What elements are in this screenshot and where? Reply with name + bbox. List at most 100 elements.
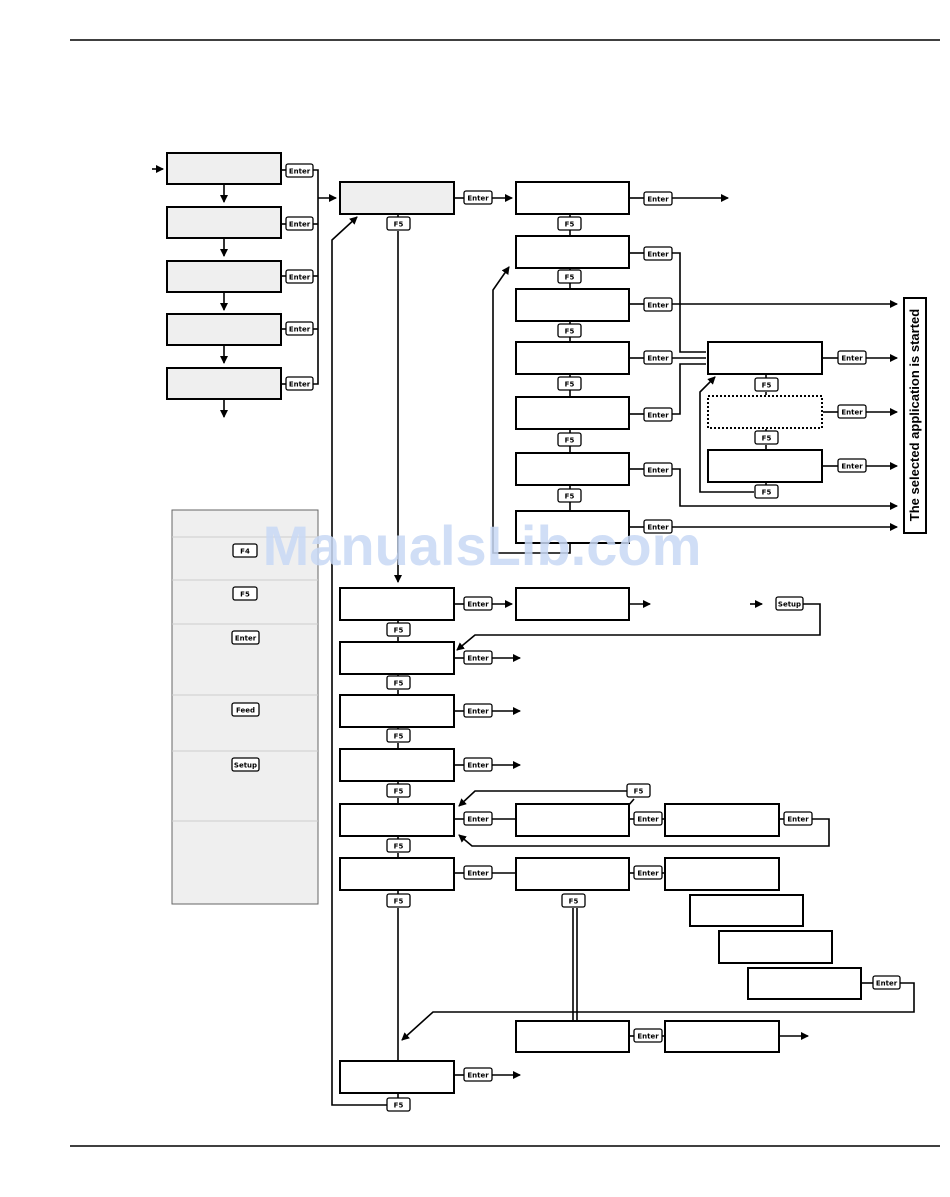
enter-key-left-1: Enter — [285, 163, 314, 178]
f5-key-b-label: F5 — [394, 680, 404, 688]
f5-key-sub-2-label: F5 — [762, 435, 772, 443]
f5-key-e-loop: F5 — [626, 783, 651, 798]
application-started-box — [903, 297, 927, 534]
menu-box-a — [339, 587, 455, 621]
f5-key-e: F5 — [386, 838, 411, 853]
enter-key-legend-label: Enter — [235, 635, 257, 643]
enter-key-app-4-label: Enter — [647, 355, 669, 363]
f4-key-legend: F4 — [232, 543, 258, 558]
menu-box-2 — [166, 206, 282, 239]
enter-key-left-2-label: Enter — [289, 221, 311, 229]
f5-key-c-label: F5 — [394, 733, 404, 741]
enter-key-g1: Enter — [633, 1028, 663, 1043]
f5-key-app-6-label: F5 — [565, 493, 575, 501]
sub-box-g2 — [664, 1020, 780, 1053]
f5-key-app-5-label: F5 — [565, 437, 575, 445]
enter-key-app-3-label: Enter — [647, 302, 669, 310]
setup-key-legend: Setup — [231, 757, 260, 772]
enter-key-app-2-label: Enter — [647, 251, 669, 259]
setup-key-a-label: Setup — [778, 601, 801, 609]
main-menu-box — [339, 181, 455, 215]
application-started-label: The selected application is started — [907, 309, 922, 521]
enter-key-app-2: Enter — [643, 246, 673, 261]
enter-key-c: Enter — [463, 703, 493, 718]
enter-key-f5: Enter — [872, 975, 901, 990]
menu-box-e — [339, 803, 455, 837]
sub-box-f1 — [515, 857, 630, 891]
feed-key-legend: Feed — [231, 702, 260, 717]
enter-key-sub-1: Enter — [837, 350, 867, 365]
sub-box-f2 — [664, 857, 780, 891]
enter-key-f1: Enter — [633, 865, 663, 880]
enter-key-f: Enter — [463, 865, 493, 880]
f5-key-sub-1: F5 — [754, 377, 779, 392]
menu-box-d — [339, 748, 455, 782]
boxes — [166, 152, 927, 1094]
menu-box-3 — [166, 260, 282, 293]
f5-key-f1: F5 — [561, 893, 586, 908]
f5-key-app-4-label: F5 — [565, 381, 575, 389]
f5-key-g: F5 — [386, 1097, 411, 1112]
enter-key-a: Enter — [463, 596, 493, 611]
enter-key-e-label: Enter — [467, 816, 489, 824]
enter-key-b: Enter — [463, 650, 493, 665]
enter-key-sub-2: Enter — [837, 404, 867, 419]
f5-key-sub-1-label: F5 — [762, 382, 772, 390]
enter-key-app-6: Enter — [643, 462, 673, 477]
f5-key-sub-3: F5 — [754, 484, 779, 499]
menu-box-4 — [166, 313, 282, 346]
f5-key-app-4: F5 — [557, 376, 582, 391]
sub-box-2-optional — [707, 395, 823, 429]
watermark: ManualsLib.com — [263, 514, 702, 577]
f5-key-app-1: F5 — [557, 216, 582, 231]
f5-key-d: F5 — [386, 783, 411, 798]
f5-key-app-2: F5 — [557, 269, 582, 284]
f5-key-f-label: F5 — [394, 898, 404, 906]
enter-key-left-2: Enter — [285, 216, 314, 231]
enter-key-left-3-label: Enter — [289, 274, 311, 282]
enter-key-main-label: Enter — [467, 195, 489, 203]
f5-key-app-3-label: F5 — [565, 328, 575, 336]
app-box-4 — [515, 341, 630, 375]
enter-key-left-5: Enter — [285, 376, 314, 391]
app-box-5 — [515, 396, 630, 430]
enter-key-f5-label: Enter — [876, 980, 898, 988]
enter-key-e2-label: Enter — [787, 816, 809, 824]
enter-key-f-label: Enter — [467, 870, 489, 878]
menu-box-f — [339, 857, 455, 891]
enter-key-app-7-label: Enter — [647, 524, 669, 532]
enter-key-a-label: Enter — [467, 601, 489, 609]
app-box-3 — [515, 288, 630, 322]
menu-box-1 — [166, 152, 282, 185]
enter-key-left-1-label: Enter — [289, 168, 311, 176]
f5-key-a-label: F5 — [394, 627, 404, 635]
enter-key-left-4: Enter — [285, 321, 314, 336]
legend-panel — [171, 509, 319, 905]
app-box-2 — [515, 235, 630, 269]
f5-key-d-label: F5 — [394, 788, 404, 796]
enter-key-b-label: Enter — [467, 655, 489, 663]
enter-key-app-6-label: Enter — [647, 467, 669, 475]
f5-key-app-1-label: F5 — [565, 221, 575, 229]
enter-key-sub-3: Enter — [837, 458, 867, 473]
sub-box-f5 — [747, 967, 862, 1000]
enter-key-app-5: Enter — [643, 407, 673, 422]
f5-key-sub-2: F5 — [754, 430, 779, 445]
enter-key-app-5-label: Enter — [647, 412, 669, 420]
app-box-1 — [515, 181, 630, 215]
f5-key-main: F5 — [386, 216, 411, 231]
enter-key-g-label: Enter — [467, 1072, 489, 1080]
app-box-7 — [515, 510, 630, 544]
setup-key-a: Setup — [775, 596, 804, 611]
enter-key-e: Enter — [463, 811, 493, 826]
enter-key-app-7: Enter — [643, 519, 673, 534]
sub-box-1 — [707, 341, 823, 375]
menu-box-b — [339, 641, 455, 675]
key-badges: EnterEnterEnterEnterEnterEnterF5EnterF5E… — [231, 163, 901, 1112]
f5-key-f1-label: F5 — [569, 898, 579, 906]
f5-key-e-label: F5 — [394, 843, 404, 851]
enter-key-sub-2-label: Enter — [841, 409, 863, 417]
f5-key-f: F5 — [386, 893, 411, 908]
sub-box-a — [515, 587, 630, 621]
